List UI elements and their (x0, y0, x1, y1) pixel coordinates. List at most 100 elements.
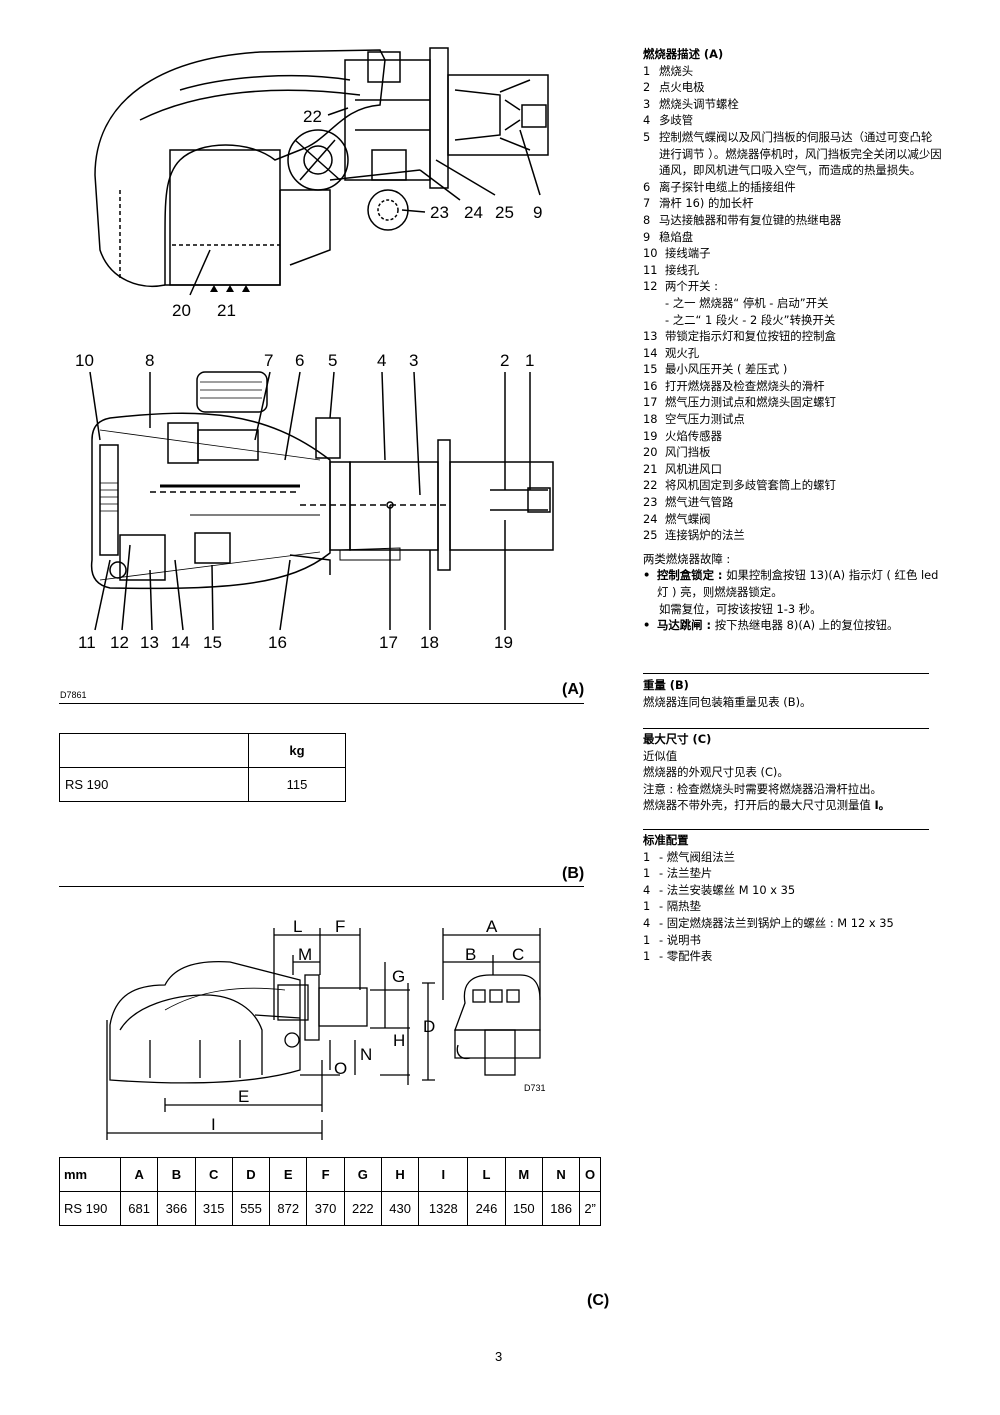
list-item-text: 火焰传感器 (665, 428, 722, 443)
list-item-number: 11 (643, 262, 658, 277)
list-item-number: 3 (643, 96, 651, 111)
callout-19: 19 (494, 633, 513, 652)
dim-label-I: I (211, 1115, 216, 1134)
callout-20: 20 (172, 301, 191, 320)
dim-value-cell: 315 (194, 1191, 233, 1226)
table-row: mm A B C D E F G H I L M N O (59, 1157, 601, 1192)
callout-24: 24 (464, 203, 483, 222)
callout-15: 15 (203, 633, 222, 652)
description-title: 燃烧器描述 (A) (643, 47, 724, 61)
weight-title: 重量 (B) (643, 678, 689, 692)
figure-a-caption: (A) (562, 681, 585, 698)
list-item-number: 6 (643, 179, 651, 194)
dim-value-cell: 366 (157, 1191, 196, 1226)
list-item-number: 13 (643, 329, 658, 344)
dims-line: 近似值 (643, 748, 678, 763)
dim-value-cell: 1328 (418, 1191, 469, 1226)
list-item-text: 燃气蝶阀 (665, 511, 711, 526)
callout-5: 5 (328, 351, 337, 370)
list-item-text: 稳焰盘 (659, 229, 694, 244)
list-item-number: 12 (643, 279, 658, 294)
dims-line: 注意 : 检查燃烧头时需要将燃烧器沿滑杆拉出。 (643, 781, 882, 796)
list-item-number: 1 (643, 932, 651, 947)
list-item-number: 4 (643, 882, 651, 897)
callout-25: 25 (495, 203, 514, 222)
callout-8: 8 (145, 351, 154, 370)
list-item-text: 马达接触器和带有复位键的热继电器 (659, 212, 842, 227)
figure-a-rule (59, 703, 584, 704)
list-item: 17 燃气压力测试点和燃烧头固定螺钉 (643, 394, 943, 411)
dim-label-A: A (486, 917, 498, 936)
list-item-text: - 零配件表 (659, 949, 713, 964)
dim-header-cell: N (541, 1157, 581, 1192)
dim-label-L: L (293, 917, 302, 936)
fault-item-lockout: • 控制盒锁定 : 如果控制盒按钮 13)(A) 指示灯 ( 红色 led 灯 … (643, 567, 943, 600)
callout-13: 13 (140, 633, 159, 652)
table-row: RS 190 681 366 315 555 872 370 222 430 1… (59, 1191, 601, 1226)
list-item-number: 17 (643, 395, 658, 410)
dimensions-table: mm A B C D E F G H I L M N O RS 190 681 … (59, 1157, 601, 1226)
list-item-text: - 燃气阀组法兰 (659, 849, 736, 864)
standard-title: 标准配置 (643, 833, 689, 847)
list-item-number: 1 (643, 866, 651, 881)
fault-text: 如果控制盒按钮 13)(A) 指示灯 ( 红色 led 灯 ) 亮，则燃烧器锁定… (657, 568, 939, 599)
callout-1: 1 (525, 351, 534, 370)
section-rule (643, 829, 929, 830)
list-item-number: 1 (643, 949, 651, 964)
list-item-number: 1 (643, 849, 651, 864)
list-item-text: - 之二“ 1 段火 - 2 段火”转换开关 (665, 312, 836, 327)
list-item-text: - 隔热垫 (659, 899, 701, 914)
list-item-text: 两个开关 : (665, 279, 719, 294)
callout-10: 10 (75, 351, 94, 370)
dims-title: 最大尺寸 (C) (643, 732, 712, 746)
list-item-text: 最小风压开关 ( 差压式 ) (665, 362, 788, 377)
callout-14: 14 (171, 633, 190, 652)
list-item-text: - 之一 燃烧器“ 停机 - 启动”开关 (665, 295, 829, 310)
list-item-text: 带锁定指示灯和复位按钮的控制盒 (665, 329, 836, 344)
list-item-number: 5 (643, 129, 651, 144)
dim-header-cell: D (231, 1157, 271, 1192)
bullet-icon: • (643, 618, 651, 633)
list-item-text: 燃气压力测试点和燃烧头固定螺钉 (665, 395, 836, 410)
dim-value-cell: 186 (541, 1191, 581, 1226)
list-item-number: 4 (643, 113, 651, 128)
list-item-number: 10 (643, 246, 658, 261)
fault-label: 马达跳闸 : (657, 618, 712, 633)
callout-9: 9 (533, 203, 542, 222)
weight-section: 重量 (B) 燃烧器连同包装箱重量见表 (B)。 (643, 677, 943, 710)
list-item: 1 - 零配件表 (643, 948, 943, 965)
list-item: 1 - 隔热垫 (643, 898, 943, 915)
list-item-text: 燃气进气管路 (665, 495, 734, 510)
figure-c-code: D731 (524, 1083, 546, 1093)
callout-4: 4 (377, 351, 386, 370)
dim-value-cell: 2” (579, 1191, 601, 1226)
callout-16: 16 (268, 633, 287, 652)
dim-header-cell: I (418, 1157, 469, 1192)
weight-header-kg: kg (248, 733, 346, 768)
list-item-number: 9 (643, 229, 651, 244)
figure-a-labels: 22 23 24 25 9 20 21 10 8 7 6 5 4 3 2 1 1… (75, 107, 542, 652)
list-item-text: 观火孔 (665, 345, 700, 360)
dim-label-E: E (238, 1087, 249, 1106)
list-item: 1- 说明书 (643, 932, 943, 949)
figure-c-caption: (C) (587, 1292, 610, 1309)
dim-header-cell: E (269, 1157, 308, 1192)
list-item-number: 1 (643, 899, 651, 914)
weight-value-cell: 115 (248, 767, 346, 802)
callout-6: 6 (295, 351, 304, 370)
dim-header-cell: O (579, 1157, 601, 1192)
figure-a-code: D7861 (60, 690, 87, 700)
